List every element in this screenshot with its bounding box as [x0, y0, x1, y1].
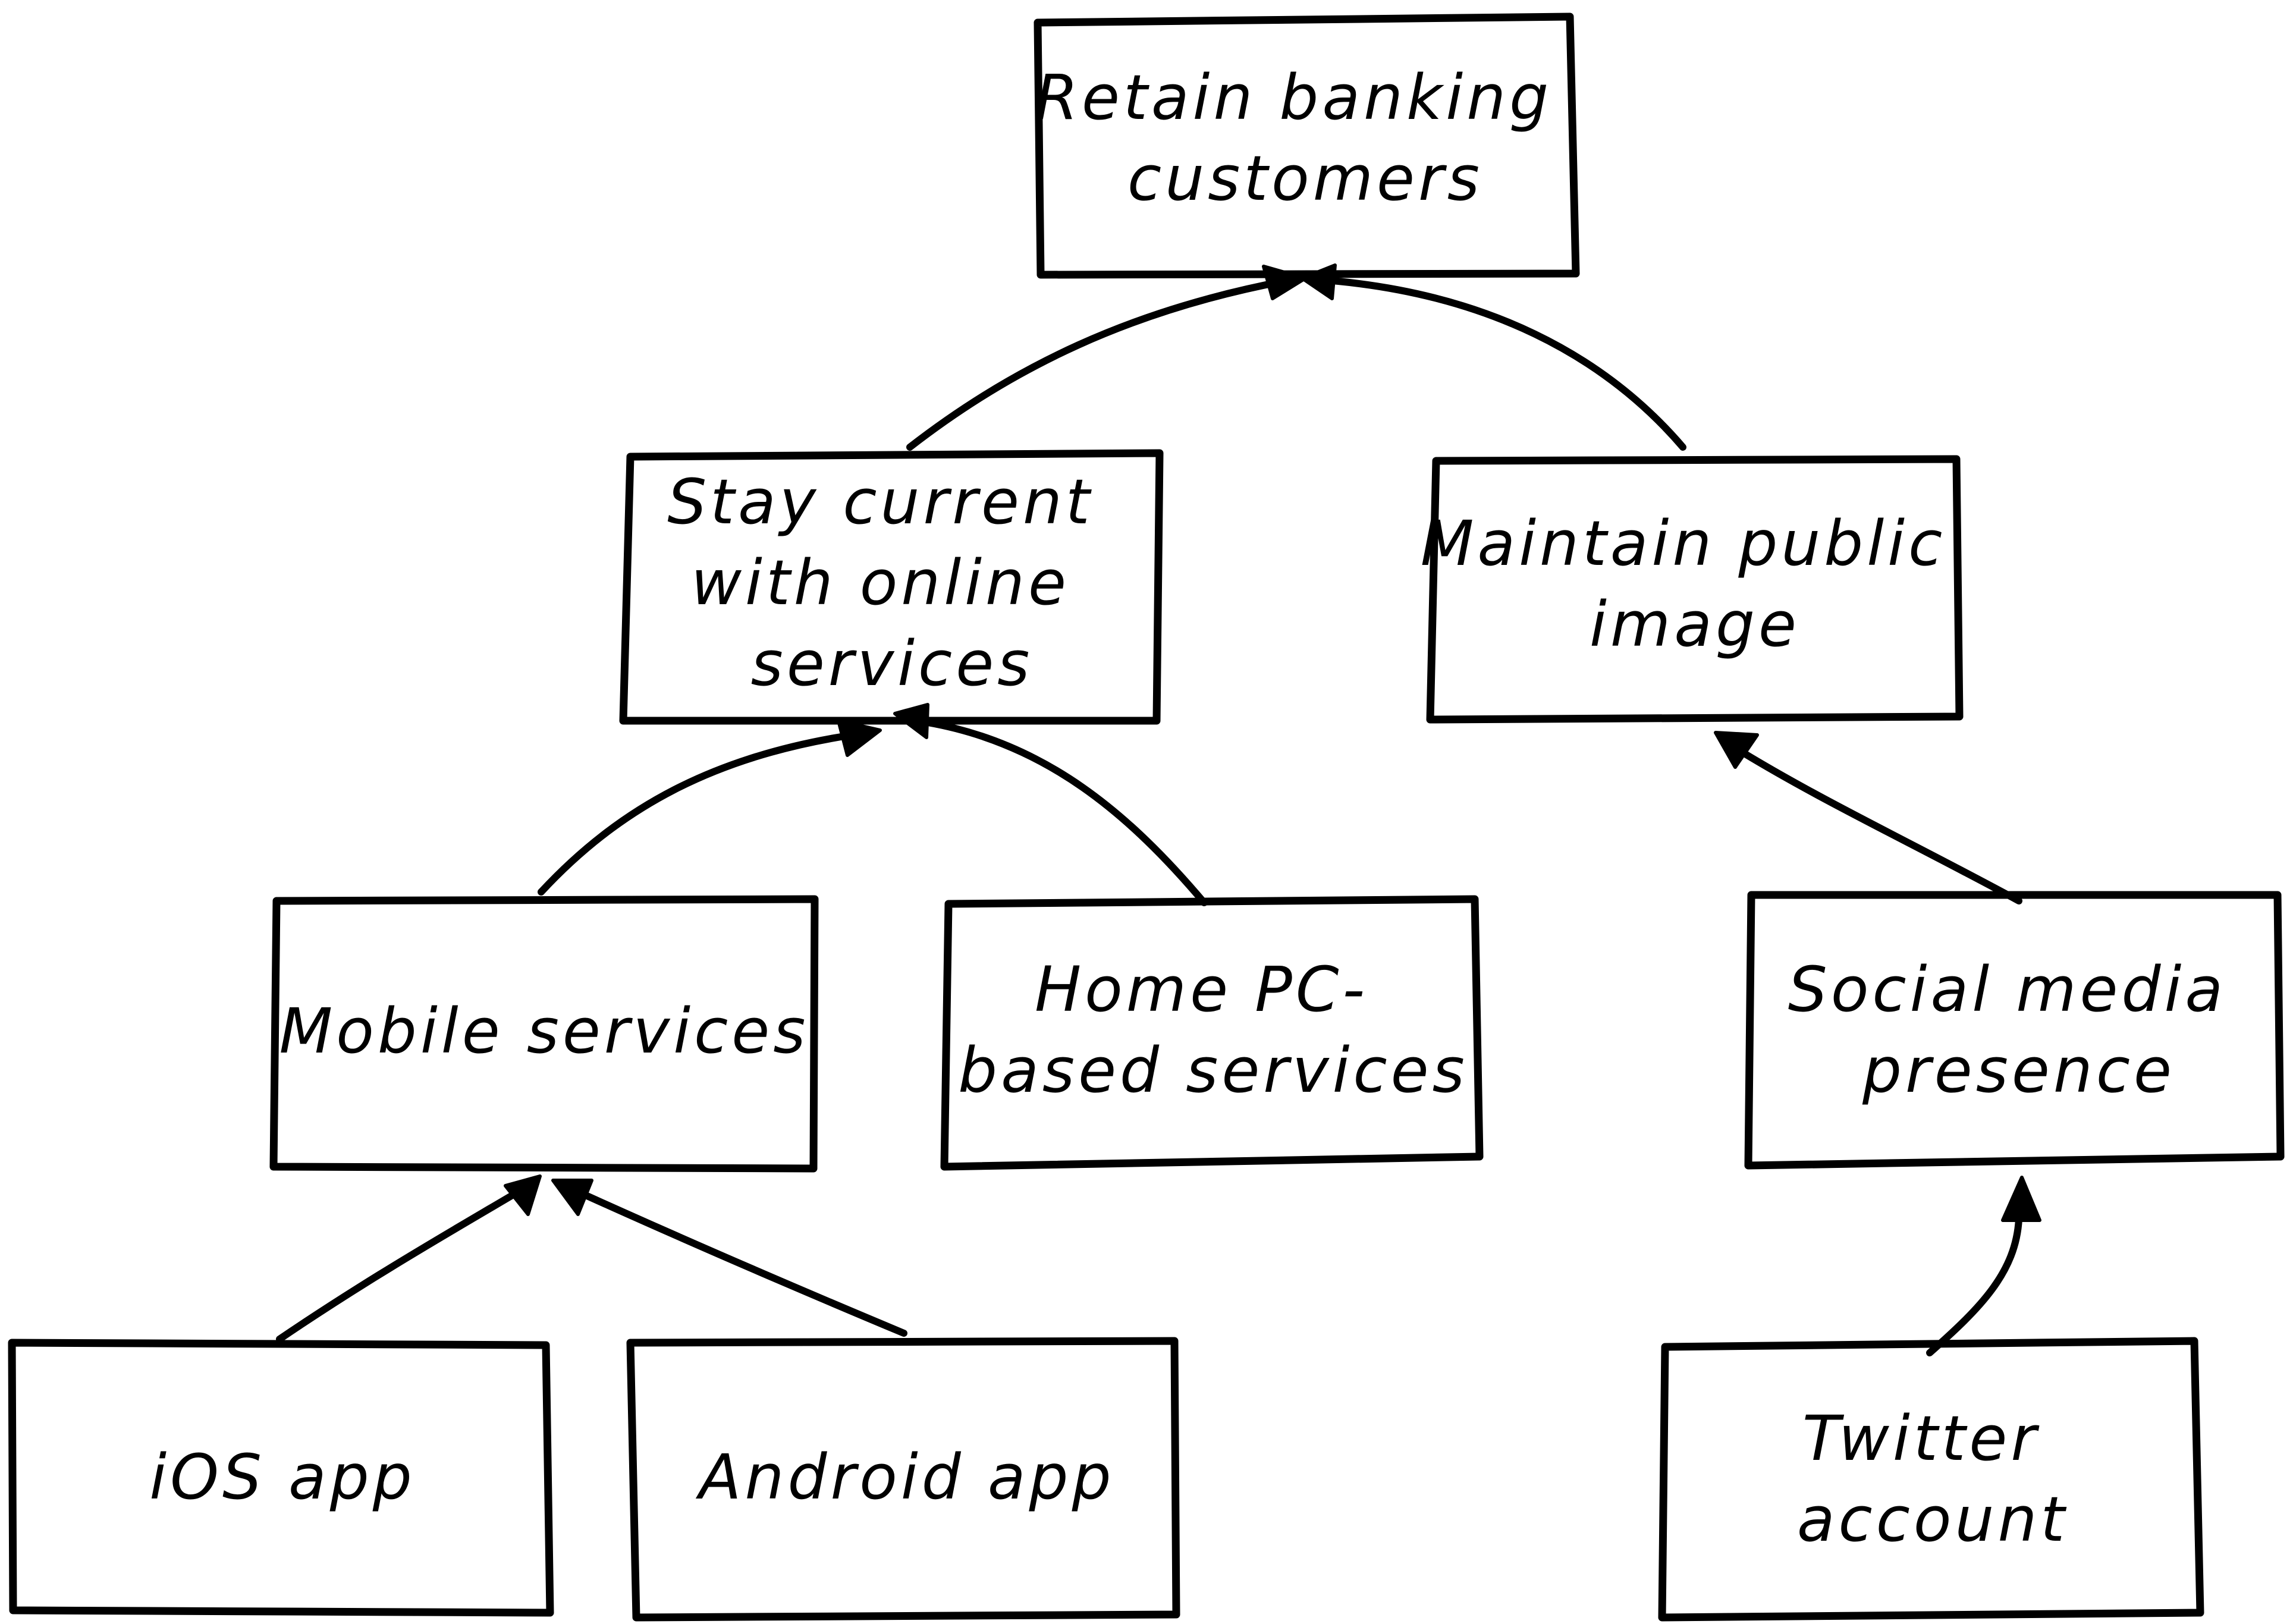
- edge-maintain-to-retain: [1314, 276, 1686, 451]
- node-mobile: Mobile services: [269, 895, 819, 1173]
- node-social-line-1: Social media: [1788, 953, 2226, 1026]
- node-twitter-box: [1658, 1337, 2204, 1622]
- edge-android-to-mobile: [582, 1192, 907, 1337]
- node-social: Social media presence: [1744, 891, 2285, 1170]
- node-retain: Retain banking customers: [1034, 12, 1580, 279]
- edges: [276, 263, 2041, 1356]
- node-ios-label: iOS app: [149, 1441, 416, 1513]
- node-ios: iOS app: [8, 1339, 554, 1617]
- node-maintain-line-2: image: [1590, 588, 1800, 661]
- node-android-line-1: Android app: [695, 1441, 1114, 1513]
- node-homepc-line-2: based services: [958, 1034, 1468, 1107]
- node-homepc-box: [940, 895, 1484, 1171]
- edge-twitter-to-social: [1926, 1215, 2022, 1356]
- node-twitter-line-1: Twitter: [1802, 1402, 2040, 1475]
- node-maintain-label: Maintain public image: [1421, 507, 1970, 661]
- node-twitter-line-2: account: [1797, 1483, 2068, 1556]
- node-retain-line-2: customers: [1127, 142, 1483, 215]
- node-homepc: Home PC- based services: [940, 895, 1484, 1171]
- node-retain-box: [1034, 12, 1580, 279]
- node-maintain: Maintain public image: [1421, 455, 1970, 724]
- node-social-box: [1744, 891, 2285, 1170]
- node-homepc-label: Home PC- based services: [958, 953, 1468, 1107]
- node-homepc-line-1: Home PC-: [1035, 953, 1368, 1026]
- edge-homepc-to-stay: [924, 719, 1208, 906]
- node-stay-line-3: services: [751, 627, 1034, 700]
- edge-stay-to-retain: [906, 276, 1297, 451]
- node-stay-label: Stay current with online services: [667, 466, 1116, 700]
- node-mobile-line-1: Mobile services: [279, 995, 809, 1067]
- node-social-line-2: presence: [1862, 1034, 2175, 1107]
- node-stay-line-2: with online: [691, 546, 1070, 619]
- node-mobile-label: Mobile services: [279, 995, 809, 1067]
- node-stay-box: [619, 449, 1164, 725]
- edge-maintain-to-retain-arrowhead: [1301, 263, 1337, 300]
- edge-mobile-to-stay: [538, 731, 860, 896]
- node-android-label: Android app: [695, 1441, 1114, 1513]
- node-retain-line-1: Retain banking: [1035, 61, 1552, 134]
- node-maintain-line-1: Maintain public: [1421, 507, 1946, 580]
- node-stay: Stay current with online services: [619, 449, 1164, 725]
- node-android-box: [626, 1337, 1180, 1622]
- node-stay-line-1: Stay current: [667, 466, 1093, 538]
- node-social-label: Social media presence: [1788, 953, 2250, 1107]
- edge-social-to-maintain: [1739, 749, 2022, 904]
- node-android: Android app: [626, 1337, 1180, 1622]
- node-ios-line-1: iOS app: [149, 1441, 416, 1513]
- node-maintain-box: [1426, 455, 1964, 724]
- node-twitter-label: Twitter account: [1797, 1402, 2068, 1556]
- edge-ios-to-mobile-arrowhead: [504, 1174, 542, 1216]
- edge-twitter-to-social-arrowhead: [2001, 1176, 2041, 1222]
- edge-ios-to-mobile: [276, 1189, 521, 1343]
- edge-mobile-to-stay-arrowhead: [837, 719, 882, 757]
- edge-social-to-maintain-arrowhead: [1714, 731, 1759, 769]
- node-retain-label: Retain banking customers: [1035, 61, 1575, 215]
- node-mobile-box: [269, 895, 819, 1173]
- edge-android-to-mobile-arrowhead: [551, 1179, 593, 1216]
- node-twitter: Twitter account: [1658, 1337, 2204, 1622]
- node-ios-box: [8, 1339, 554, 1617]
